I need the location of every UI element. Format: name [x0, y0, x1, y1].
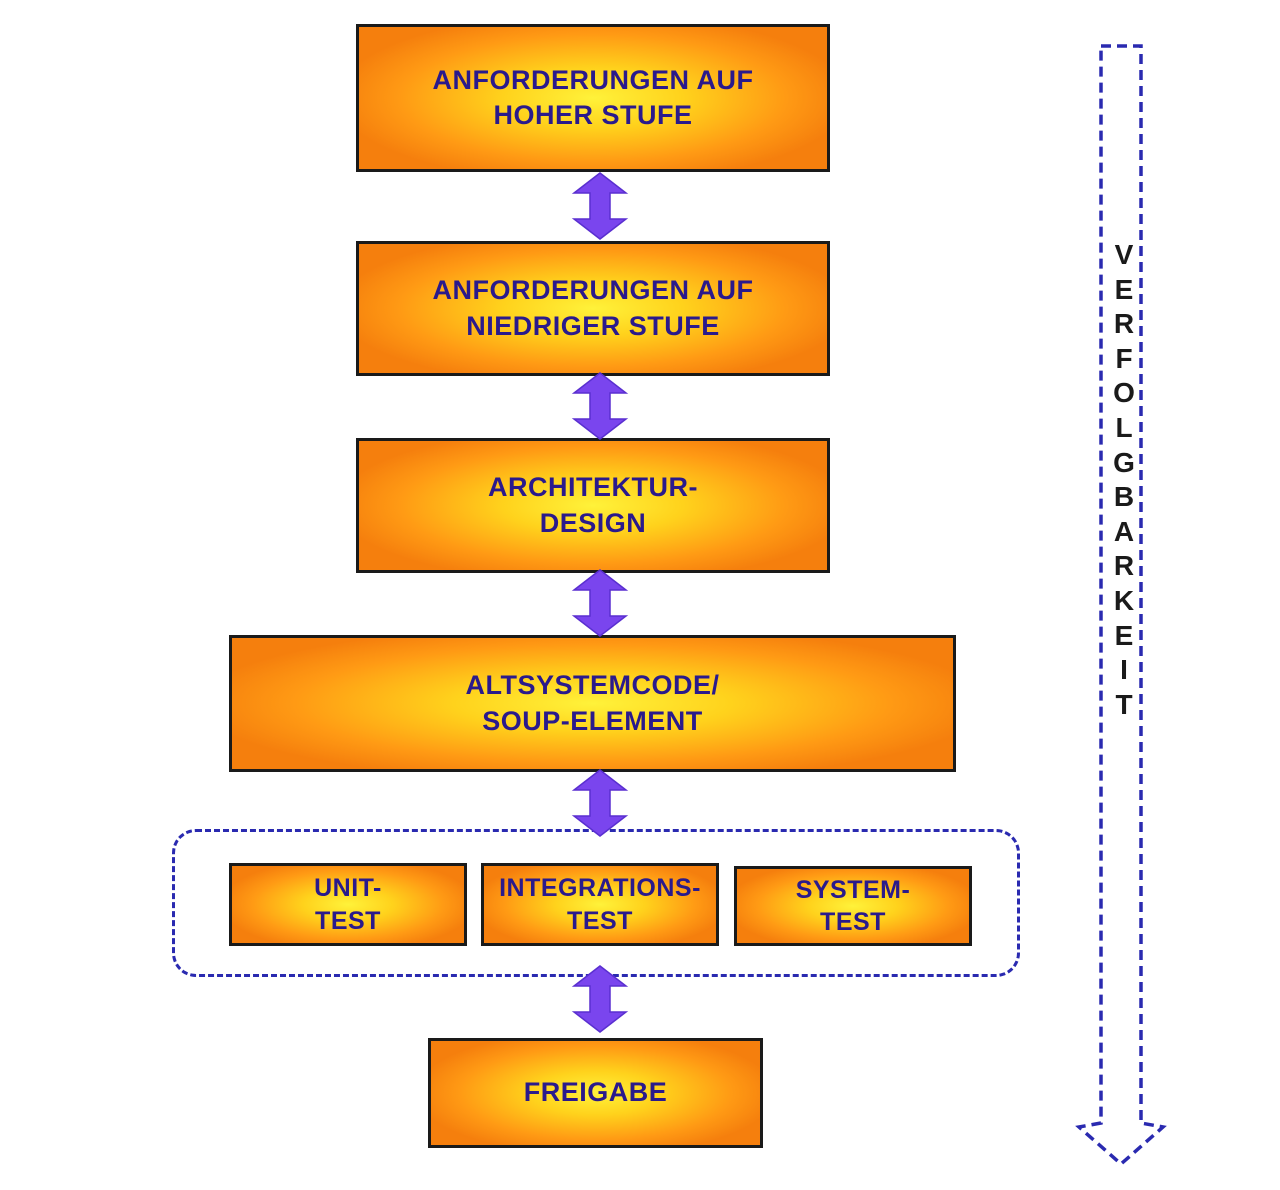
- double-arrow-1: [573, 172, 627, 240]
- double-arrow-3: [573, 569, 627, 637]
- legacy-code-box: ALTSYSTEMCODE/ SOUP-ELEMENT: [229, 635, 956, 772]
- low-level-requirements-label: ANFORDERUNGEN AUF NIEDRIGER STUFE: [432, 275, 754, 341]
- integration-test-box: INTEGRATIONS- TEST: [481, 863, 719, 946]
- release-box: FREIGABE: [428, 1038, 763, 1148]
- traceability-label: V E R F O L G B A R K E I T: [1113, 239, 1135, 720]
- double-arrow-4: [573, 769, 627, 837]
- architecture-design-label: ARCHITEKTUR- DESIGN: [488, 472, 698, 538]
- unit-test-label: UNIT- TEST: [314, 874, 382, 935]
- unit-test-box: UNIT- TEST: [229, 863, 467, 946]
- high-level-requirements-box: ANFORDERUNGEN AUF HOHER STUFE: [356, 24, 830, 172]
- release-label: FREIGABE: [523, 1077, 668, 1108]
- system-test-label: SYSTEM- TEST: [795, 875, 911, 937]
- system-test-box: SYSTEM- TEST: [734, 866, 972, 946]
- integration-test-label: INTEGRATIONS- TEST: [499, 874, 701, 935]
- architecture-design-box: ARCHITEKTUR- DESIGN: [356, 438, 830, 573]
- high-level-requirements-label: ANFORDERUNGEN AUF HOHER STUFE: [432, 64, 754, 130]
- double-arrow-2: [573, 372, 627, 440]
- legacy-code-label: ALTSYSTEMCODE/ SOUP-ELEMENT: [465, 670, 720, 736]
- low-level-requirements-box: ANFORDERUNGEN AUF NIEDRIGER STUFE: [356, 241, 830, 376]
